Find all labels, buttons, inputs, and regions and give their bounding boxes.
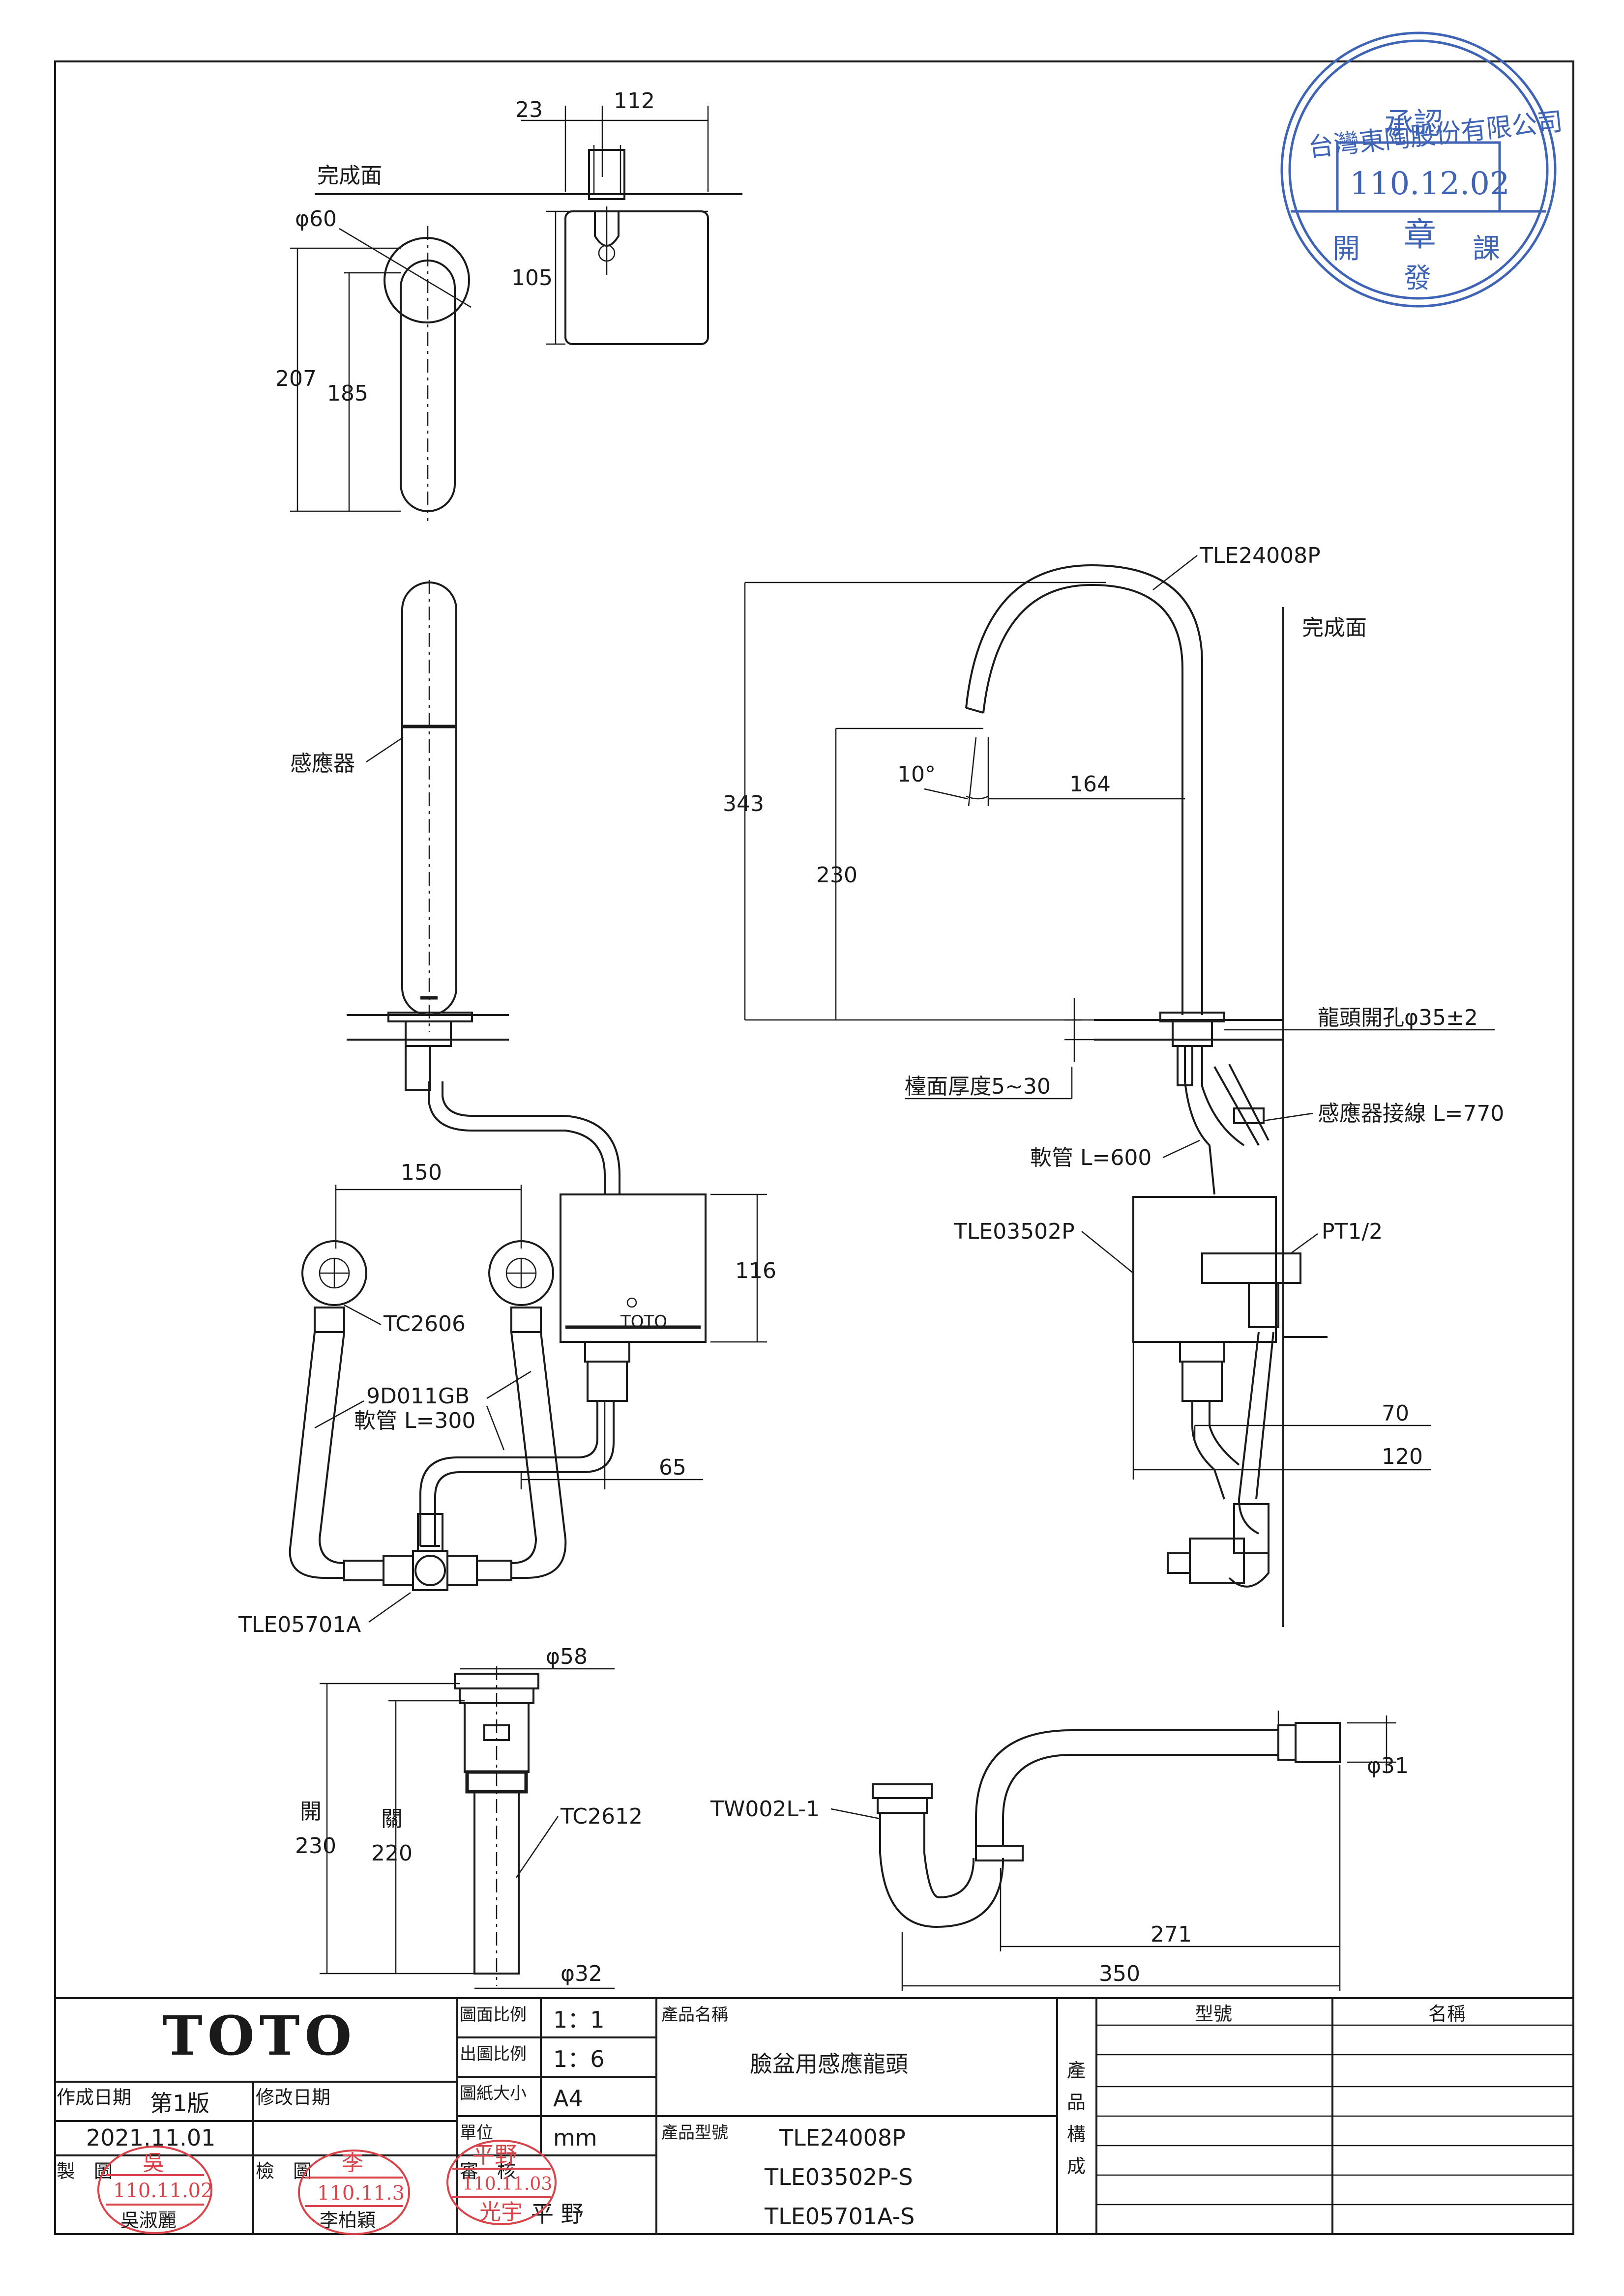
dim-150: 150 — [401, 1160, 442, 1185]
tc2606-label: TC2606 — [383, 1311, 466, 1337]
revise-date-label: 修改日期 — [256, 2087, 330, 2108]
drawn-stamp: 吳 110.11.02 吳淑麗 — [97, 2146, 213, 2234]
approve-stamp-top: 平野 — [472, 2142, 517, 2168]
hose-600-label: 軟管 L=600 — [1030, 1145, 1152, 1170]
dim-120: 120 — [1382, 1444, 1423, 1469]
scale-label: 圖面比例 — [460, 2005, 527, 2025]
drawn-stamp-name: 吳淑麗 — [120, 2209, 177, 2231]
tle24008p-label: TLE24008P — [1199, 543, 1321, 568]
composition-char-3: 構 — [1067, 2123, 1086, 2145]
product-name: 臉盆用感應龍頭 — [750, 2051, 908, 2077]
dim-23: 23 — [515, 97, 543, 122]
dim-65: 65 — [659, 1455, 686, 1480]
unit-value: mm — [553, 2124, 597, 2151]
col-model: 型號 — [1195, 2003, 1232, 2025]
version-label: 第1版 — [150, 2090, 209, 2117]
tw002l-label: TW002L-1 — [710, 1797, 820, 1822]
dim-112: 112 — [614, 88, 655, 114]
open-label: 開 — [300, 1799, 322, 1824]
dia-60: φ60 — [295, 206, 337, 232]
angle-10: 10° — [897, 762, 936, 787]
hose-model-label: 9D011GB — [366, 1384, 470, 1409]
tle03502p-label: TLE03502P — [953, 1219, 1075, 1244]
stamp-dept-left: 開 — [1332, 233, 1360, 265]
col-name: 名稱 — [1428, 2003, 1466, 2025]
product-model-label: 產品型號 — [661, 2123, 728, 2143]
drain-assembly: φ58 開 230 關 220 TC2612 φ32 — [295, 1644, 643, 1989]
stamp-dept-mid: 發 — [1404, 262, 1431, 294]
drawn-stamp-top: 吳 — [143, 2151, 164, 2176]
drawn-stamp-date: 110.11.02 — [113, 2180, 213, 2202]
dia-58: φ58 — [546, 1644, 588, 1669]
tc2612-label: TC2612 — [560, 1804, 643, 1829]
approve-stamp: 平野 110.11.03 光宇 — [446, 2140, 557, 2225]
open-230: 230 — [295, 1833, 336, 1859]
approve-stamp-name: 光宇 — [479, 2200, 523, 2225]
sensor-label: 感應器 — [290, 751, 355, 776]
composition-char-4: 成 — [1067, 2155, 1086, 2177]
brand-logo: TOTO — [162, 2004, 356, 2067]
out-scale-label: 出圖比例 — [460, 2044, 527, 2064]
check-stamp-name: 李柏穎 — [320, 2209, 376, 2231]
stamp-dept-right: 課 — [1473, 233, 1500, 265]
finish-surface-label-top: 完成面 — [317, 163, 382, 188]
tle05701a-label: TLE05701A — [238, 1612, 361, 1637]
counter-thickness-label: 檯面厚度5~30 — [905, 1074, 1051, 1099]
hose-length-label: 軟管 L=300 — [354, 1408, 475, 1433]
paper-value: A4 — [553, 2085, 583, 2112]
approve-stamp-date: 110.11.03 — [462, 2174, 552, 2194]
sensor-cable-label: 感應器接線 L=770 — [1318, 1101, 1504, 1126]
stamp-date: 110.12.02 — [1350, 166, 1510, 202]
dia-31: φ31 — [1367, 1753, 1409, 1778]
dim-185: 185 — [327, 381, 368, 406]
dim-164: 164 — [1069, 772, 1111, 797]
create-date-label: 作成日期 — [57, 2087, 131, 2108]
scale-value: 1：1 — [553, 2006, 605, 2033]
product-name-label: 產品名稱 — [661, 2005, 728, 2025]
side-view: 完成面 TLE24008P 343 230 10° 164 龍頭開孔φ3 — [723, 543, 1504, 1627]
close-220: 220 — [371, 1841, 413, 1866]
composition-char-2: 品 — [1067, 2092, 1086, 2113]
dim-350: 350 — [1099, 1961, 1140, 1986]
check-stamp: 李 110.11.3 李柏穎 — [298, 2150, 410, 2235]
check-label: 檢 圖 — [256, 2160, 312, 2182]
dim-105: 105 — [511, 265, 553, 291]
check-stamp-top: 李 — [342, 2151, 363, 2176]
dim-230-side: 230 — [816, 863, 857, 888]
model-1: TLE24008P — [779, 2124, 906, 2151]
approver-name: 平 野 — [531, 2201, 584, 2227]
model-2: TLE03502P-S — [764, 2164, 913, 2190]
model-3: TLE05701A-S — [764, 2203, 915, 2230]
drawing-border — [54, 60, 1574, 2235]
dia-32: φ32 — [561, 1961, 602, 1986]
paper-label: 圖紙大小 — [460, 2084, 527, 2103]
finish-surface-label-side: 完成面 — [1302, 615, 1367, 640]
dim-116: 116 — [735, 1258, 776, 1283]
composition-char-1: 產 — [1067, 2060, 1086, 2081]
approval-stamp: 台灣東陶股份有限公司 承認 110.12.02 章 開 發 課 — [1280, 31, 1564, 308]
svg-text:TOTO: TOTO — [620, 1312, 667, 1332]
dim-70: 70 — [1382, 1401, 1409, 1426]
front-view: 感應器 TOTO 116 65 150 — [238, 580, 776, 1637]
dim-271: 271 — [1151, 1922, 1192, 1947]
close-label: 關 — [381, 1806, 403, 1831]
pt12-label: PT1/2 — [1322, 1219, 1383, 1244]
stamp-approved: 承認 — [1384, 107, 1443, 141]
out-scale-value: 1：6 — [553, 2046, 605, 2072]
dim-207: 207 — [275, 366, 317, 391]
check-stamp-date: 110.11.3 — [317, 2182, 405, 2205]
p-trap-assembly: φ31 TW002L-1 271 350 — [710, 1711, 1409, 1991]
faucet-hole-label: 龍頭開孔φ35±2 — [1318, 1005, 1478, 1030]
top-view: 完成面 23 112 105 φ60 207 185 — [275, 88, 742, 521]
title-block: TOTO 作成日期 第1版 修改日期 2021.11.01 製 圖 檢 圖 圖面… — [55, 1997, 1573, 2235]
unit-label: 單位 — [460, 2123, 493, 2143]
dim-343: 343 — [723, 791, 764, 816]
stamp-seal: 章 — [1404, 216, 1436, 254]
approve-label: 審 核 — [460, 2160, 516, 2182]
